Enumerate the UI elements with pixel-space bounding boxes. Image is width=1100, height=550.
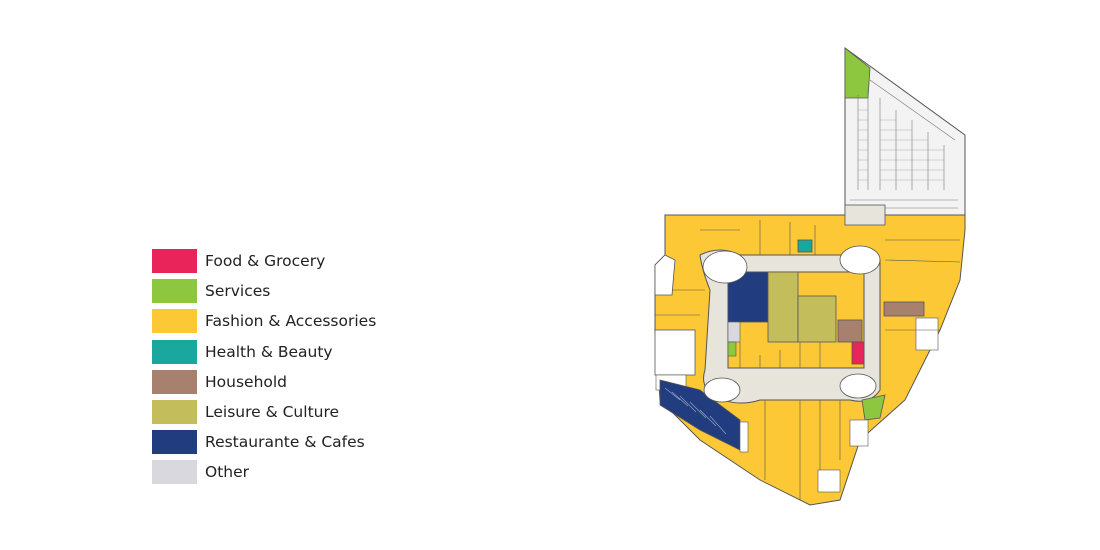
legend-item-food-grocery: Food & Grocery (152, 249, 392, 279)
legend-item-fashion-accessories: Fashion & Accessories (152, 309, 392, 339)
legend-label: Restaurante & Cafes (205, 433, 365, 452)
legend-label: Other (205, 463, 250, 482)
legend-swatch (152, 399, 197, 424)
legend-label: Health & Beauty (205, 342, 333, 361)
legend-swatch (152, 460, 197, 485)
legend-item-restaurants-cafes: Restaurante & Cafes (152, 430, 392, 460)
mall-building (654, 204, 966, 506)
shop-unit[interactable] (797, 295, 837, 343)
legend-label: Leisure & Culture (205, 402, 340, 421)
legend-item-services: Services (152, 279, 392, 309)
floor-plan-svg (654, 47, 966, 506)
shop-unit[interactable] (861, 394, 886, 421)
legend-label: Fashion & Accessories (205, 312, 377, 331)
legend-swatch (152, 249, 197, 273)
legend-swatch (152, 369, 197, 394)
legend-item-health-beauty: Health & Beauty (152, 339, 392, 370)
legend-item-other: Other (152, 460, 392, 490)
legend-label: Services (205, 282, 271, 301)
shop-unit[interactable] (844, 47, 871, 99)
map-legend: Food & Grocery Services Fashion & Access… (152, 249, 392, 491)
legend-swatch (152, 339, 197, 364)
parking-area (844, 47, 966, 216)
legend-label: Household (205, 372, 288, 391)
legend-swatch (152, 279, 197, 304)
shop-unit[interactable] (851, 341, 865, 365)
shop-unit[interactable] (883, 301, 925, 317)
shop-unit[interactable] (837, 319, 863, 343)
shop-unit[interactable] (767, 271, 799, 343)
legend-item-leisure-culture: Leisure & Culture (152, 399, 392, 430)
legend-swatch (152, 309, 197, 334)
legend-item-household: Household (152, 369, 392, 400)
mall-floor-map[interactable] (630, 40, 990, 520)
shop-unit[interactable] (797, 239, 813, 253)
legend-label: Food & Grocery (205, 252, 326, 270)
legend-swatch (152, 430, 197, 455)
